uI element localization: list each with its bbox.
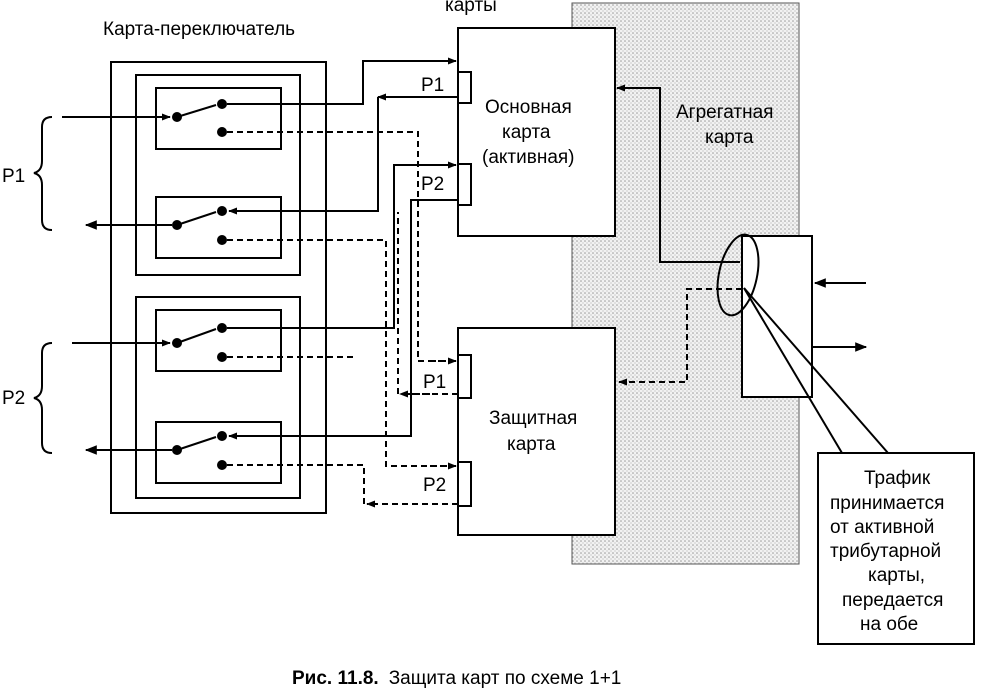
note-line-5: карты, bbox=[868, 565, 925, 586]
caption-text: Защита карт по схеме 1+1 bbox=[389, 668, 622, 689]
main-card-port-p2 bbox=[457, 163, 472, 206]
switch-card-label: Карта-переключатель bbox=[103, 19, 295, 40]
note-line-7: на обе bbox=[860, 614, 918, 635]
selector-highlight-ellipse bbox=[716, 233, 760, 317]
active-paths bbox=[227, 57, 740, 440]
protection-card-label-2: карта bbox=[507, 434, 556, 455]
switch-p2-tx bbox=[172, 431, 227, 470]
note-line-4: трибутарной bbox=[830, 541, 941, 562]
group-p2-label: P2 bbox=[2, 388, 25, 409]
main-card-label-1: Основная bbox=[485, 97, 572, 118]
main-port-p2-label: P2 bbox=[421, 174, 444, 195]
cards-label: карты bbox=[445, 0, 497, 16]
brace-p2 bbox=[33, 342, 53, 454]
switch-p1-tx bbox=[172, 206, 227, 245]
main-card-label-3: (активная) bbox=[482, 147, 575, 168]
note-line-6: передается bbox=[842, 590, 943, 611]
caption-prefix: Рис. 11.8. bbox=[292, 668, 379, 689]
main-port-p1-label: P1 bbox=[421, 75, 444, 96]
note-pointer-1 bbox=[743, 287, 843, 454]
main-card-label-2: карта bbox=[502, 122, 551, 143]
note-line-1: Трафик bbox=[864, 468, 931, 489]
protection-card bbox=[457, 327, 616, 536]
note-pointer-2 bbox=[743, 287, 889, 454]
tributary-selector-box bbox=[741, 235, 813, 398]
protect-port-p1-label: P1 bbox=[423, 372, 446, 393]
aggregate-card-label-2: карта bbox=[705, 127, 754, 148]
main-card-port-p1 bbox=[457, 71, 472, 104]
protect-port-p2-label: P2 bbox=[423, 475, 446, 496]
switch-p1-rx bbox=[172, 99, 227, 137]
protection-card-port-p2 bbox=[457, 461, 472, 507]
switch-card bbox=[110, 61, 327, 514]
brace-p1 bbox=[33, 116, 53, 231]
protection-card-port-p1 bbox=[457, 354, 472, 399]
standby-paths bbox=[227, 131, 742, 508]
figure-caption: Рис. 11.8. Защита карт по схеме 1+1 bbox=[292, 668, 621, 689]
main-card bbox=[457, 27, 616, 237]
switch-p2-rx bbox=[172, 323, 227, 362]
aggregate-card-label-1: Агрегатная bbox=[676, 102, 773, 123]
note-line-3: от активной bbox=[830, 517, 934, 538]
note-line-2: принимается bbox=[830, 493, 944, 514]
protection-card-label-1: Защитная bbox=[489, 408, 577, 429]
group-p1-label: P1 bbox=[2, 166, 25, 187]
note-box bbox=[817, 452, 975, 645]
